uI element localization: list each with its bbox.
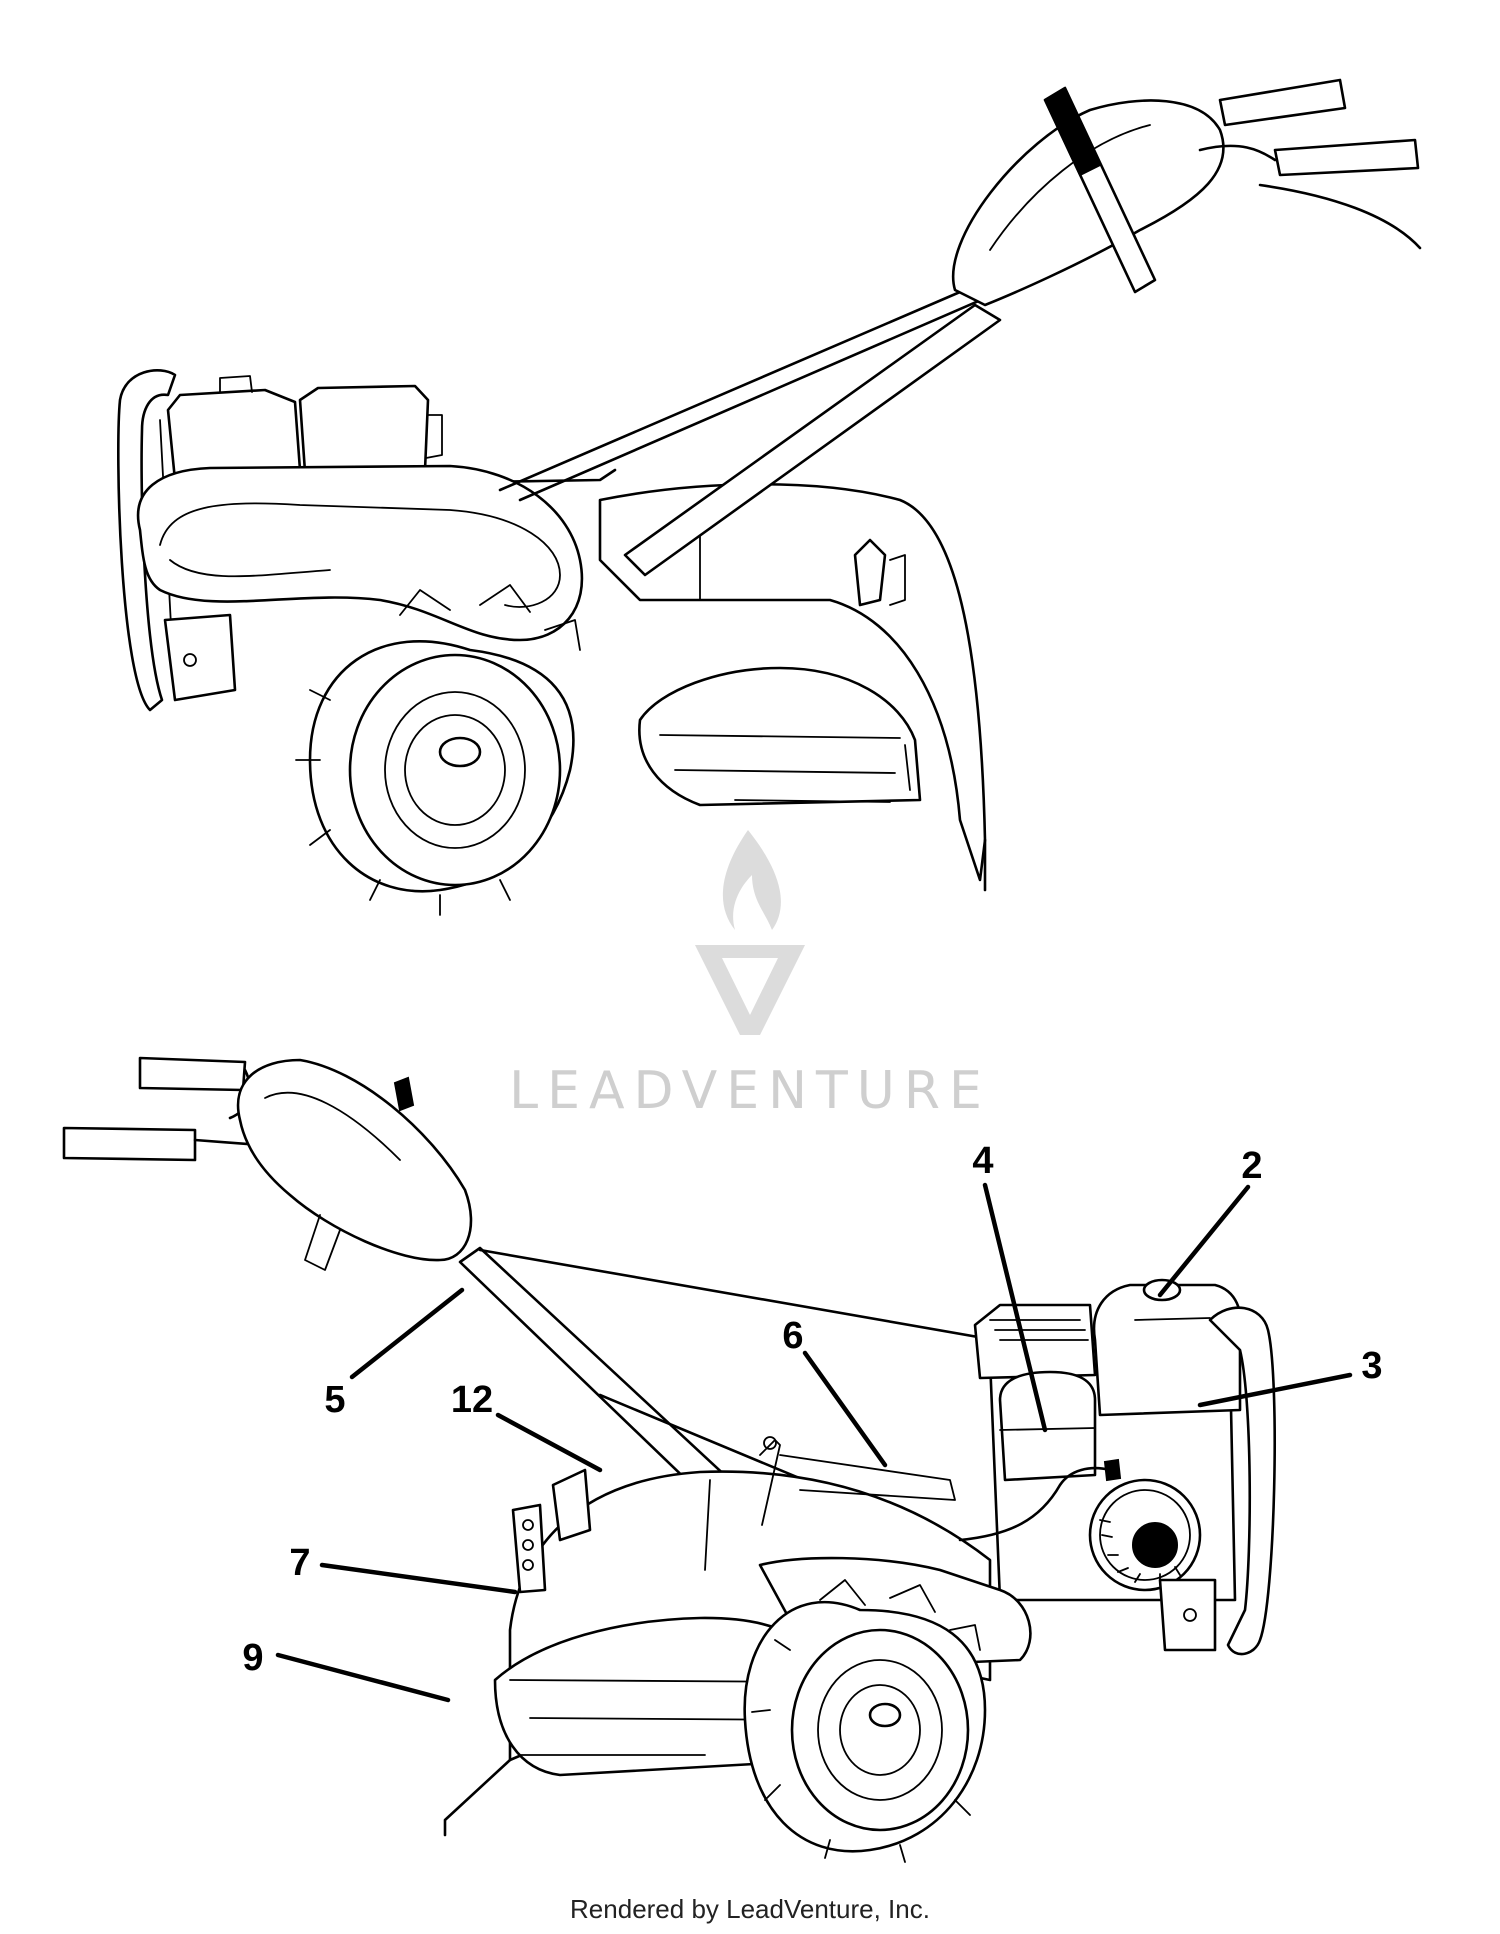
callout-6-leader xyxy=(802,1350,888,1468)
tine-hood-top xyxy=(598,482,987,882)
callout-5-label: 5 xyxy=(324,1379,345,1421)
front-bumper xyxy=(117,369,177,712)
render-credit-footer: Rendered by LeadVenture, Inc. xyxy=(570,1894,930,1924)
air-cleaner-bottom xyxy=(973,1303,1097,1380)
handle-grip-lower-bottom xyxy=(62,1126,197,1162)
callout-2-label: 2 xyxy=(1241,1145,1262,1187)
tiller-view-top xyxy=(117,78,1422,916)
watermark-flame-logo xyxy=(722,830,781,930)
callout-9-leader xyxy=(275,1652,451,1703)
handle-housing-top xyxy=(952,99,1225,307)
callout-9-label: 9 xyxy=(242,1637,263,1679)
recoil-starter-bottom xyxy=(1088,1478,1202,1592)
callout-3: 3 xyxy=(1197,1345,1383,1408)
callout-12: 12 xyxy=(451,1379,603,1473)
handle-grip-upper-bottom xyxy=(138,1056,247,1092)
callout-7-leader xyxy=(319,1562,518,1595)
air-filter-cover-bottom xyxy=(998,1370,1097,1482)
callout-4: 4 xyxy=(972,1140,1048,1433)
wheel-bottom xyxy=(743,1579,987,1863)
handle-grip-lower-top xyxy=(1273,138,1420,177)
transmission-shroud-top xyxy=(136,464,584,642)
callout-6-label: 6 xyxy=(782,1315,803,1357)
callout-7-label: 7 xyxy=(289,1542,310,1584)
wheel-top xyxy=(295,584,581,916)
callout-3-label: 3 xyxy=(1361,1345,1382,1387)
engine-air-cleaner-top xyxy=(298,384,430,474)
callout-7: 7 xyxy=(289,1542,518,1595)
callout-5-leader xyxy=(349,1287,465,1380)
handlebar-tube-top xyxy=(623,303,1002,577)
watermark-v-logo xyxy=(695,945,805,1035)
callout-12-label: 12 xyxy=(451,1379,493,1421)
callout-4-label: 4 xyxy=(972,1140,993,1182)
callout-4-leader xyxy=(982,1182,1048,1433)
watermark-text: LEADVENTURE xyxy=(509,1061,991,1121)
handle-grip-upper-top xyxy=(1218,78,1347,127)
callout-6: 6 xyxy=(782,1315,888,1468)
callout-12-leader xyxy=(495,1412,603,1473)
callout-5: 5 xyxy=(324,1287,465,1421)
tiller-view-bottom: 2 3 4 5 6 7 9 12 xyxy=(62,1056,1383,1863)
callout-3-leader xyxy=(1197,1372,1353,1408)
callout-2-leader xyxy=(1157,1184,1251,1298)
callout-2: 2 xyxy=(1157,1145,1263,1298)
leadventure-watermark: LEADVENTURE xyxy=(509,830,991,1121)
fuel-tank-bottom xyxy=(1092,1283,1243,1417)
handle-housing-bottom xyxy=(236,1058,473,1262)
callout-9: 9 xyxy=(242,1637,451,1703)
